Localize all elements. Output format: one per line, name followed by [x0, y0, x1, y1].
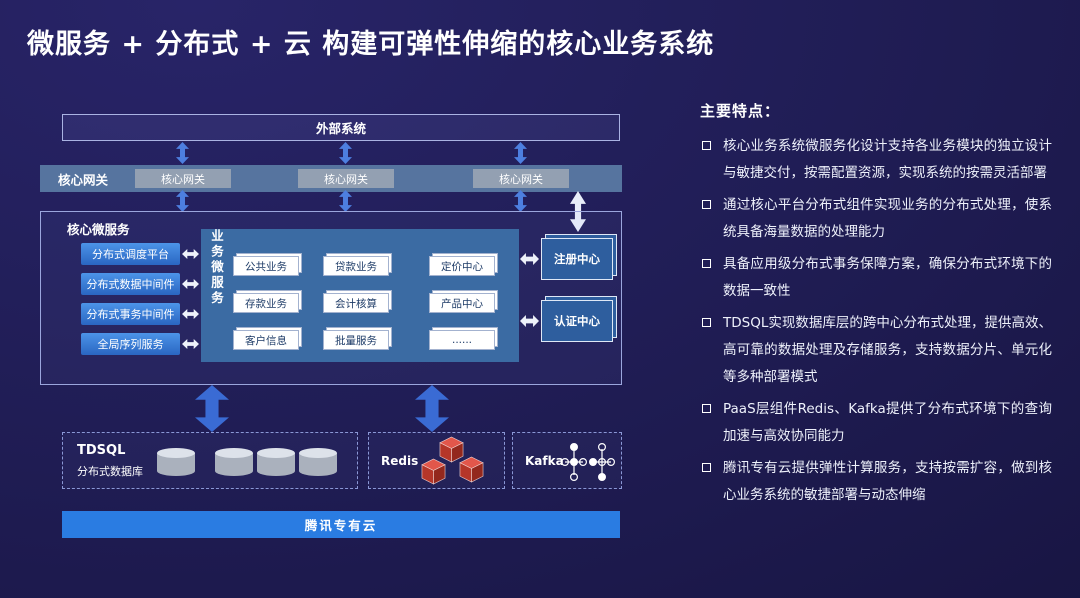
service-card-label: 定价中心 [429, 256, 495, 276]
double-arrow-horizontal-icon [182, 249, 199, 259]
registry-center-label: 注册中心 [541, 238, 613, 280]
bullet-square-icon [702, 463, 711, 472]
kafka-network-icon [589, 442, 615, 481]
feature-item: 核心业务系统微服务化设计支持各业务模块的独立设计与敏捷交付，按需配置资源，实现系… [700, 133, 1052, 187]
middleware-box: 分布式调度平台 [81, 243, 180, 265]
feature-text: 腾讯专有云提供弹性计算服务，支持按需扩容，做到核心业务系统的敏捷部署与动态伸缩 [723, 460, 1052, 503]
big-double-arrow-vertical-icon [195, 385, 229, 432]
bullet-square-icon [702, 259, 711, 268]
double-arrow-vertical-icon [514, 190, 527, 212]
page-title: 微服务 + 分布式 + 云 构建可弹性伸缩的核心业务系统 [27, 29, 715, 60]
tdsql-box: TDSQL 分布式数据库 [62, 432, 358, 489]
redis-box: Redis [368, 432, 505, 489]
features-panel: 主要特点： 核心业务系统微服务化设计支持各业务模块的独立设计与敏捷交付，按需配置… [700, 100, 1052, 514]
redis-cube-icon [459, 456, 484, 483]
service-card: 批量服务 [323, 330, 389, 350]
database-cylinder-icon [257, 448, 295, 476]
bullet-square-icon [702, 141, 711, 150]
service-card: 定价中心 [429, 256, 495, 276]
feature-item: 具备应用级分布式事务保障方案，确保分布式环境下的数据一致性 [700, 251, 1052, 305]
service-card-label: 存款业务 [233, 293, 299, 313]
big-double-arrow-vertical-icon [415, 385, 449, 432]
service-card-label: 客户信息 [233, 330, 299, 350]
double-arrow-vertical-icon [176, 190, 189, 212]
feature-item: PaaS层组件Redis、Kafka提供了分布式环境下的查询加速与高效协同能力 [700, 396, 1052, 450]
redis-label: Redis [381, 453, 419, 468]
service-card: 存款业务 [233, 293, 299, 313]
registry-center-box: 注册中心 [541, 238, 613, 280]
core-gateway-band: 核心网关 核心网关 核心网关 核心网关 [40, 165, 622, 192]
double-arrow-vertical-icon [339, 142, 352, 164]
auth-center-label: 认证中心 [541, 300, 613, 342]
feature-text: TDSQL实现数据库层的跨中心分布式处理，提供高效、高可靠的数据处理及存储服务，… [723, 315, 1052, 385]
auth-center-box: 认证中心 [541, 300, 613, 342]
external-system-label: 外部系统 [315, 121, 366, 136]
gateway-node: 核心网关 [473, 169, 569, 188]
bullet-square-icon [702, 200, 711, 209]
redis-cube-icon [439, 436, 464, 463]
feature-text: 通过核心平台分布式组件实现业务的分布式处理，使系统具备海量数据的处理能力 [723, 197, 1052, 240]
service-card-label: 产品中心 [429, 293, 495, 313]
double-arrow-horizontal-icon [520, 315, 539, 327]
double-arrow-vertical-icon [514, 142, 527, 164]
service-card-label: 公共业务 [233, 256, 299, 276]
features-heading: 主要特点： [700, 102, 781, 120]
service-card-label: 批量服务 [323, 330, 389, 350]
service-card-label: ...... [429, 330, 495, 350]
feature-text: PaaS层组件Redis、Kafka提供了分布式环境下的查询加速与高效协同能力 [723, 401, 1052, 444]
gateway-node: 核心网关 [298, 169, 394, 188]
service-card: 贷款业务 [323, 256, 389, 276]
service-card: 会计核算 [323, 293, 389, 313]
tencent-cloud-bar: 腾讯专有云 [62, 511, 620, 538]
business-microservices-vertical-label: 业务微服务 [209, 229, 224, 307]
tencent-cloud-label: 腾讯专有云 [304, 518, 378, 533]
external-system-box: 外部系统 [62, 114, 620, 141]
service-card: 客户信息 [233, 330, 299, 350]
feature-text: 具备应用级分布式事务保障方案，确保分布式环境下的数据一致性 [723, 256, 1052, 299]
core-gateway-band-label: 核心网关 [58, 172, 109, 187]
tdsql-title: TDSQL [77, 443, 126, 458]
middleware-box: 分布式数据中间件 [81, 273, 180, 295]
double-arrow-horizontal-icon [520, 253, 539, 265]
service-card-label: 会计核算 [323, 293, 389, 313]
tdsql-subtitle: 分布式数据库 [77, 465, 143, 478]
database-cylinder-icon [157, 448, 195, 476]
core-microservices-box: 核心微服务 分布式调度平台 分布式数据中间件 分布式事务中间件 全局序列服务 业… [40, 211, 622, 385]
service-card-label: 贷款业务 [323, 256, 389, 276]
feature-item: 腾讯专有云提供弹性计算服务，支持按需扩容，做到核心业务系统的敏捷部署与动态伸缩 [700, 455, 1052, 509]
core-microservices-label: 核心微服务 [67, 222, 130, 237]
double-arrow-horizontal-icon [182, 279, 199, 289]
middleware-box: 分布式事务中间件 [81, 303, 180, 325]
double-arrow-vertical-icon [176, 142, 189, 164]
business-microservices-box: 业务微服务 公共业务 贷款业务 定价中心 存款业务 会计核算 产品中心 客户信息… [201, 229, 519, 362]
bullet-square-icon [702, 404, 711, 413]
feature-text: 核心业务系统微服务化设计支持各业务模块的独立设计与敏捷交付，按需配置资源，实现系… [723, 138, 1052, 181]
feature-item: TDSQL实现数据库层的跨中心分布式处理，提供高效、高可靠的数据处理及存储服务，… [700, 310, 1052, 391]
gateway-node: 核心网关 [135, 169, 231, 188]
database-cylinder-icon [299, 448, 337, 476]
service-card: 产品中心 [429, 293, 495, 313]
kafka-network-icon [561, 442, 587, 481]
kafka-box: Kafka [512, 432, 622, 489]
service-card: 公共业务 [233, 256, 299, 276]
double-arrow-horizontal-icon [182, 309, 199, 319]
middleware-box: 全局序列服务 [81, 333, 180, 355]
kafka-label: Kafka [525, 453, 564, 468]
service-card: ...... [429, 330, 495, 350]
database-cylinder-icon [215, 448, 253, 476]
feature-item: 通过核心平台分布式组件实现业务的分布式处理，使系统具备海量数据的处理能力 [700, 192, 1052, 246]
redis-cube-icon [421, 458, 446, 485]
double-arrow-vertical-icon [339, 190, 352, 212]
bullet-square-icon [702, 318, 711, 327]
double-arrow-horizontal-icon [182, 339, 199, 349]
